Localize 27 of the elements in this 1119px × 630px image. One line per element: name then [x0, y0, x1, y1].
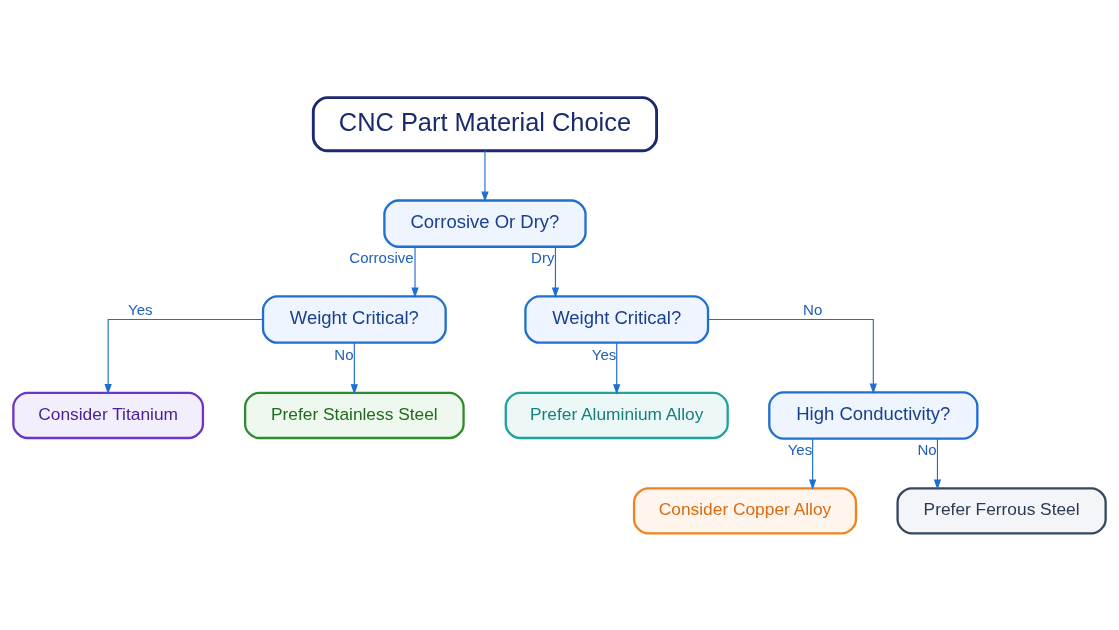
edge-label: Yes	[591, 345, 617, 363]
node-box: Prefer Stainless Steel	[243, 391, 465, 439]
arrow	[350, 341, 358, 395]
node-box: Corrosive Or Dry?	[383, 198, 587, 248]
edge-label: Dry	[531, 248, 555, 266]
node-box: Consider Copper Alloy	[632, 486, 858, 535]
arrow	[809, 437, 817, 490]
node-box: Prefer Ferrous Steel	[896, 486, 1107, 535]
arrow	[933, 437, 942, 490]
edge-label: No	[917, 440, 937, 458]
arrow	[551, 245, 560, 298]
arrow	[613, 341, 621, 395]
node-box: CNC Part Material Choice	[311, 95, 659, 152]
arrow	[411, 245, 419, 298]
edge-label: Yes	[787, 440, 813, 458]
edge-label: No	[803, 300, 823, 318]
edge-label: Corrosive	[349, 248, 414, 266]
arrow	[481, 149, 489, 202]
edge-label: No	[334, 345, 354, 363]
arrow	[104, 318, 264, 394]
edge-label: Yes	[128, 300, 153, 318]
node-box: Consider Titanium	[12, 391, 205, 439]
node-box: Weight Critical?	[261, 294, 447, 344]
node-box: High Conductivity?	[768, 390, 979, 440]
arrow	[707, 318, 877, 394]
node-box: Prefer Aluminium Alloy	[504, 391, 729, 439]
node-box: Weight Critical?	[524, 294, 710, 344]
